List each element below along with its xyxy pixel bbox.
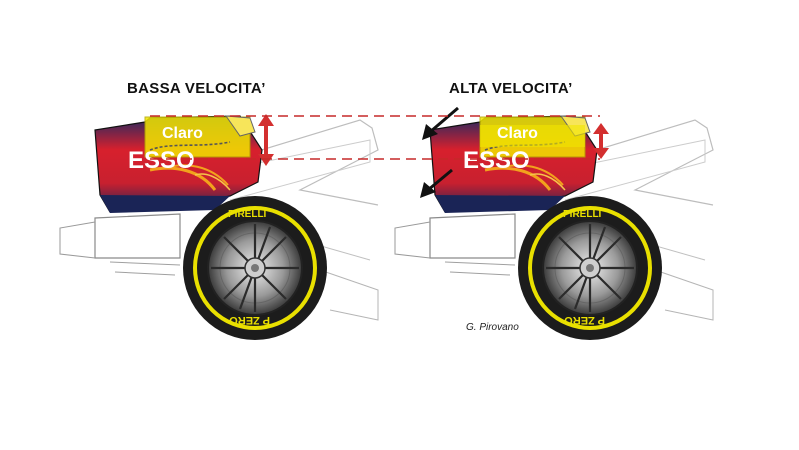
right-car-high-speed: Claro ESSO PIRELLI P ZERO <box>393 114 715 342</box>
claro-decal-right: Claro <box>497 125 538 142</box>
pirelli-decal-right: PIRELLI <box>563 209 602 220</box>
wing-height-arrow-right <box>593 123 609 159</box>
author-credit: G. Pirovano <box>466 322 519 333</box>
pzero-decal-right: P ZERO <box>564 314 605 326</box>
left-car-low-speed: Claro ESSO PIRELLI P ZERO <box>58 114 380 342</box>
wing-height-arrow-left <box>258 114 274 166</box>
low-speed-title: BASSA VELOCITA’ <box>127 80 266 97</box>
pirelli-decal-left: PIRELLI <box>228 209 267 220</box>
esso-decal-right: ESSO <box>463 147 530 174</box>
esso-decal-left: ESSO <box>128 147 195 174</box>
pzero-decal-left: P ZERO <box>229 314 270 326</box>
claro-decal-left: Claro <box>162 125 203 142</box>
high-speed-title: ALTA VELOCITA’ <box>449 80 573 97</box>
airflow-arrows <box>420 106 459 198</box>
reference-dashed-lines <box>150 115 600 160</box>
